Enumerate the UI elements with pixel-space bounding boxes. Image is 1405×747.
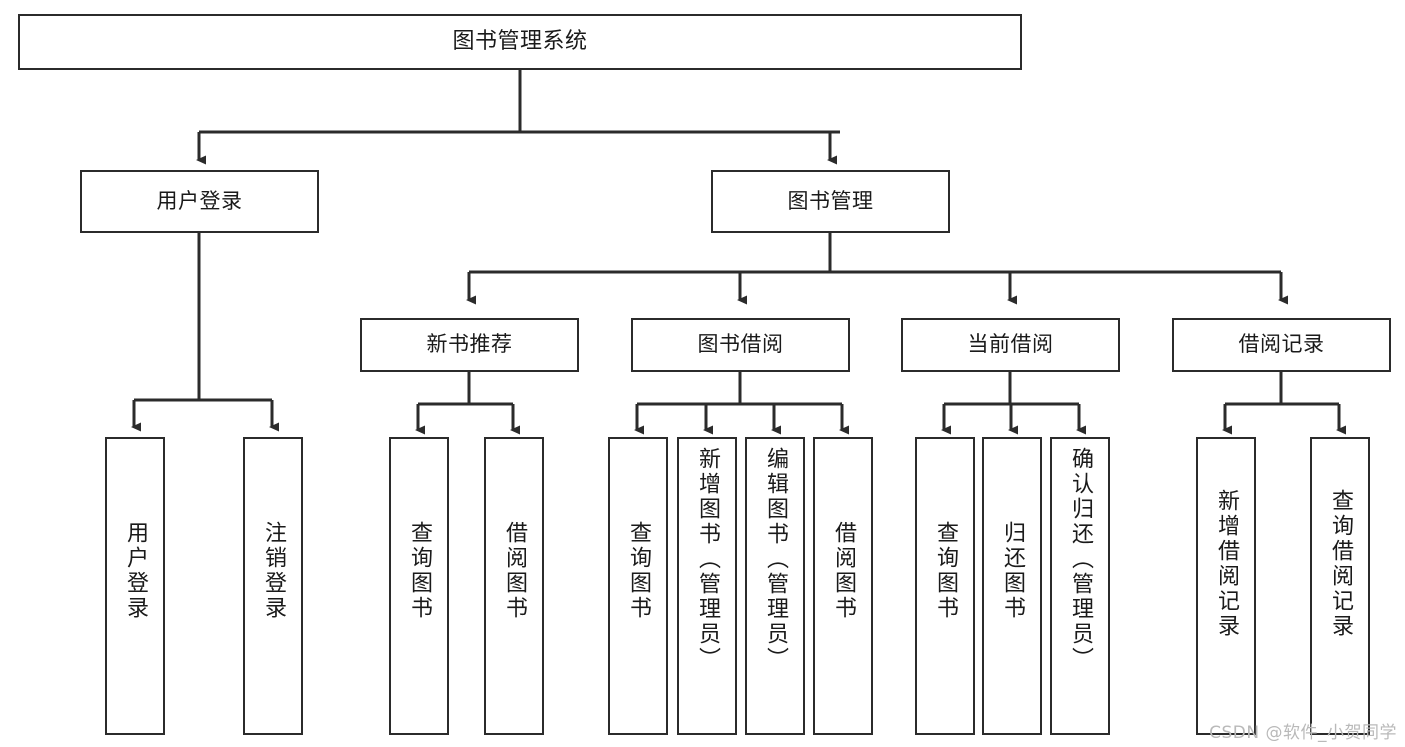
- node-leaf-query-book-3[interactable]: 查询图书: [915, 437, 975, 735]
- node-book-borrow-label: 图书借阅: [697, 332, 784, 357]
- node-leaf-borrow-book-1[interactable]: 借阅图书: [484, 437, 544, 735]
- node-leaf-logout-label: 注销登录: [260, 521, 286, 621]
- node-user-login-label: 用户登录: [156, 188, 243, 213]
- node-leaf-edit-book-label: 编辑图书（管理员）: [762, 447, 788, 672]
- node-borrow-record[interactable]: 借阅记录: [1172, 318, 1391, 372]
- node-leaf-query-book-1[interactable]: 查询图书: [389, 437, 449, 735]
- node-root[interactable]: 图书管理系统: [18, 14, 1022, 70]
- node-leaf-borrow-book-2[interactable]: 借阅图书: [813, 437, 873, 735]
- node-leaf-add-record-label: 新增借阅记录: [1213, 489, 1239, 639]
- node-current-borrow[interactable]: 当前借阅: [901, 318, 1120, 372]
- node-leaf-query-book-3-label: 查询图书: [932, 521, 958, 621]
- node-leaf-add-book[interactable]: 新增图书（管理员）: [677, 437, 737, 735]
- node-leaf-borrow-book-2-label: 借阅图书: [830, 521, 856, 621]
- node-leaf-add-book-label: 新增图书（管理员）: [694, 447, 720, 672]
- node-borrow-record-label: 借阅记录: [1238, 332, 1325, 357]
- node-leaf-query-book-1-label: 查询图书: [406, 521, 432, 621]
- node-new-book-rec-label: 新书推荐: [426, 332, 513, 357]
- node-leaf-query-record[interactable]: 查询借阅记录: [1310, 437, 1370, 735]
- node-leaf-return-book-label: 归还图书: [999, 521, 1025, 621]
- node-leaf-query-record-label: 查询借阅记录: [1327, 489, 1353, 639]
- node-leaf-confirm-return-label: 确认归还（管理员）: [1067, 447, 1093, 672]
- node-leaf-user-login-label: 用户登录: [122, 521, 148, 621]
- node-book-manage[interactable]: 图书管理: [711, 170, 950, 233]
- csdn-watermark: CSDN @软件_小贺同学: [1209, 723, 1397, 743]
- node-leaf-return-book[interactable]: 归还图书: [982, 437, 1042, 735]
- node-leaf-edit-book[interactable]: 编辑图书（管理员）: [745, 437, 805, 735]
- node-user-login[interactable]: 用户登录: [80, 170, 319, 233]
- node-leaf-query-book-2[interactable]: 查询图书: [608, 437, 668, 735]
- node-leaf-confirm-return[interactable]: 确认归还（管理员）: [1050, 437, 1110, 735]
- node-book-borrow[interactable]: 图书借阅: [631, 318, 850, 372]
- node-current-borrow-label: 当前借阅: [967, 332, 1054, 357]
- node-leaf-borrow-book-1-label: 借阅图书: [501, 521, 527, 621]
- node-leaf-logout[interactable]: 注销登录: [243, 437, 303, 735]
- node-leaf-query-book-2-label: 查询图书: [625, 521, 651, 621]
- node-leaf-add-record[interactable]: 新增借阅记录: [1196, 437, 1256, 735]
- node-root-label: 图书管理系统: [452, 28, 588, 54]
- node-leaf-user-login[interactable]: 用户登录: [105, 437, 165, 735]
- node-new-book-rec[interactable]: 新书推荐: [360, 318, 579, 372]
- node-book-manage-label: 图书管理: [787, 188, 874, 213]
